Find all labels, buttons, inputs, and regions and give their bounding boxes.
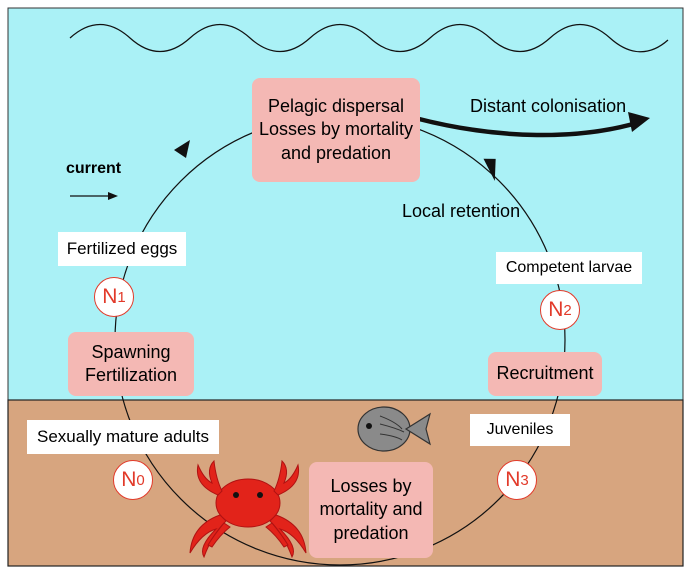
- current-label: current: [66, 160, 122, 177]
- juveniles-label: Juveniles: [470, 414, 570, 446]
- spawning-line1: Spawning: [91, 341, 171, 362]
- benthic-line3: predation: [333, 522, 409, 543]
- crab-icon: [189, 459, 307, 559]
- distant-colonisation-label: Distant colonisation: [470, 96, 627, 116]
- benthic-line2: mortality and: [319, 499, 423, 520]
- arrowhead-eggs-to-dispersal: [174, 140, 190, 158]
- spawning-box: Spawning Fertilization: [68, 332, 194, 396]
- distant-colonisation-arrowhead: [628, 112, 650, 132]
- adults-label: Sexually mature adults: [27, 420, 219, 454]
- wave-line: [69, 24, 669, 53]
- benthic-line1: Losses by: [330, 475, 412, 496]
- dispersal-line2: Losses by mortality: [258, 119, 414, 140]
- fish-icon: [357, 406, 431, 452]
- recruitment-box: Recruitment: [488, 352, 602, 396]
- distant-colonisation-arrow: [414, 115, 641, 138]
- arrowhead-local-retention: [483, 158, 496, 182]
- dispersal-line3: and predation: [280, 142, 392, 163]
- dispersal-line1: Pelagic dispersal: [267, 95, 405, 116]
- fertilized-eggs-label: Fertilized eggs: [58, 232, 186, 266]
- pelagic-dispersal-box: Pelagic dispersal Losses by mortality an…: [252, 78, 420, 182]
- current-arrowhead: [108, 192, 118, 200]
- spawning-line2: Fertilization: [84, 365, 178, 385]
- local-retention-label: Local retention: [402, 201, 521, 221]
- benthic-losses-box: Losses by mortality and predation: [309, 462, 433, 558]
- competent-larvae-label: Competent larvae: [496, 252, 642, 284]
